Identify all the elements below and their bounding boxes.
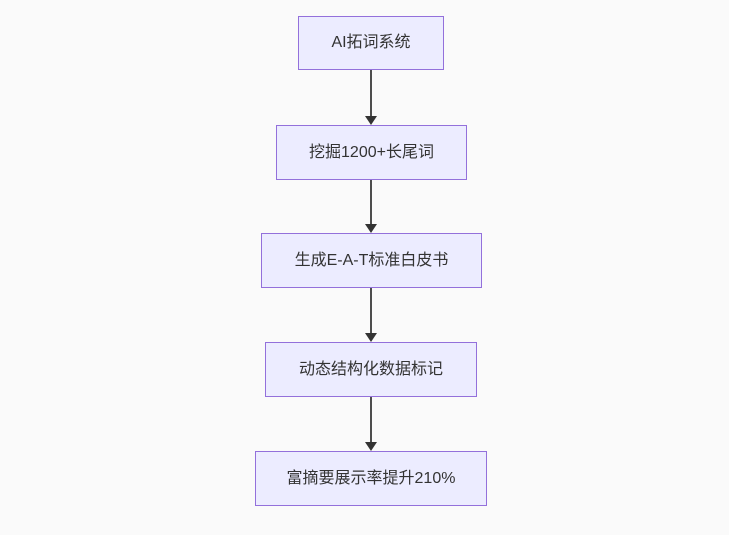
flow-edge-3 [370, 288, 372, 334]
node-label: AI拓词系统 [331, 34, 411, 52]
flowchart-node-ai-word-system: AI拓词系统 [298, 16, 444, 70]
flowchart-node-structured-data: 动态结构化数据标记 [265, 342, 477, 397]
node-label: 动态结构化数据标记 [298, 360, 443, 378]
flowchart-node-longtail-mining: 挖掘1200+长尾词 [276, 125, 467, 180]
arrowhead-down-icon [365, 333, 377, 342]
flowchart-node-eat-whitepaper: 生成E-A-T标准白皮书 [261, 233, 482, 288]
flowchart-node-rich-snippet-result: 富摘要展示率提升210% [255, 451, 487, 506]
flow-edge-2 [370, 180, 372, 225]
node-label: 富摘要展示率提升210% [286, 469, 456, 487]
flow-edge-1 [370, 70, 372, 117]
arrowhead-down-icon [365, 116, 377, 125]
flow-edge-4 [370, 397, 372, 443]
arrowhead-down-icon [365, 442, 377, 451]
node-label: 挖掘1200+长尾词 [309, 143, 434, 161]
node-label: 生成E-A-T标准白皮书 [294, 251, 449, 269]
arrowhead-down-icon [365, 224, 377, 233]
